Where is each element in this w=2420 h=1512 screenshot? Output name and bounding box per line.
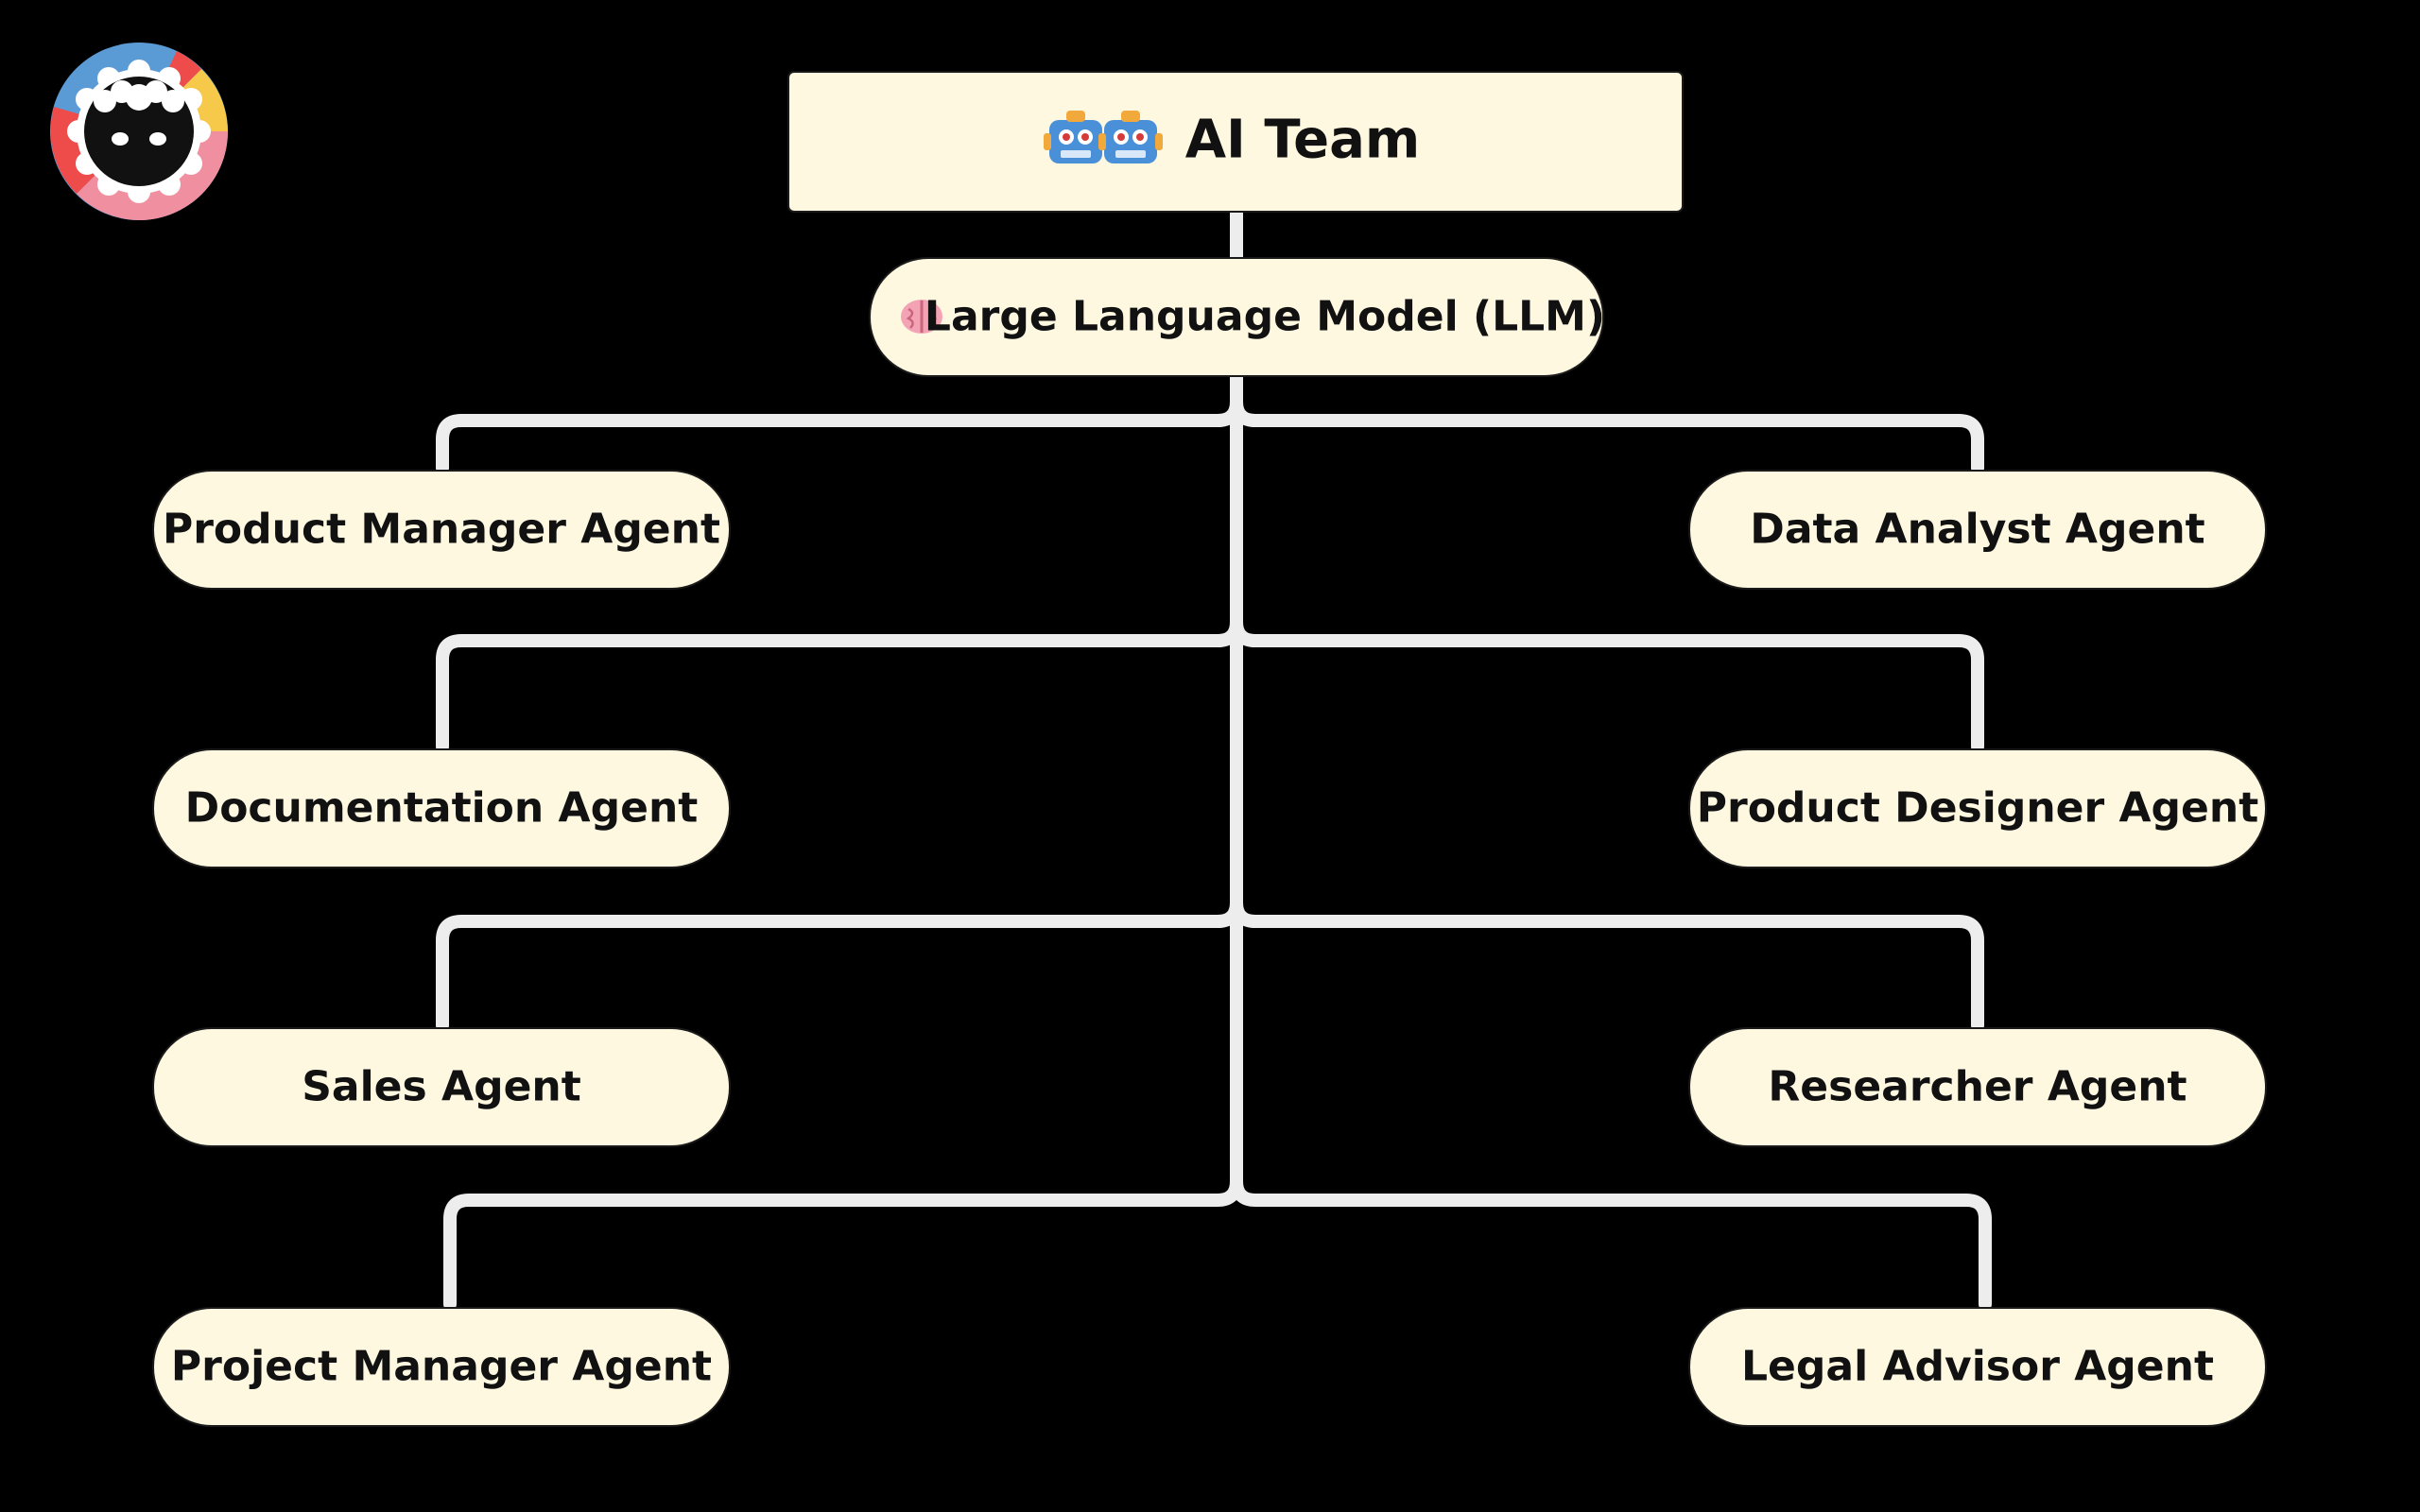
agent-box — [1688, 1307, 2267, 1427]
agent-node-project-manager: Project Manager Agent — [152, 1307, 731, 1427]
agent-node-sales: Sales Agent — [152, 1027, 731, 1147]
connector-branch-right-3 — [1230, 896, 1984, 1032]
agent-box — [152, 470, 731, 590]
sheep-logo-icon — [50, 43, 228, 220]
title-box — [787, 71, 1684, 213]
agent-node-legal-advisor: Legal Advisor Agent — [1688, 1307, 2267, 1427]
connector-branch-left-2 — [436, 615, 1243, 753]
connector-branch-right-4 — [1230, 1175, 1992, 1311]
agent-box — [152, 1307, 731, 1427]
agent-label-data-analyst: Data Analyst Agent — [1750, 506, 2204, 554]
agent-box — [152, 1027, 731, 1147]
agent-label-product-designer: Product Designer Agent — [1697, 784, 2259, 833]
llm-box — [869, 257, 1604, 377]
connector-branch-left-3 — [436, 896, 1243, 1032]
connector-branch-right-1 — [1230, 395, 1984, 474]
agent-node-researcher: Researcher Agent — [1688, 1027, 2267, 1147]
llm-label: Large Language Model (LLM) — [925, 293, 1605, 341]
title-node: AI Team — [787, 71, 1684, 213]
agent-box — [152, 748, 731, 868]
agent-node-product-manager: Product Manager Agent — [152, 470, 731, 590]
robot-pair-icon — [1044, 111, 1163, 163]
agent-label-sales: Sales Agent — [302, 1063, 581, 1111]
agent-label-project-manager: Project Manager Agent — [171, 1343, 712, 1391]
agent-box — [1688, 1027, 2267, 1147]
connector-branch-left-1 — [436, 395, 1243, 474]
agent-label-documentation: Documentation Agent — [185, 784, 699, 833]
llm-node: Large Language Model (LLM) — [869, 257, 1605, 377]
title-label: AI Team — [1185, 110, 1421, 171]
agent-box — [1688, 470, 2267, 590]
agent-label-researcher: Researcher Agent — [1768, 1063, 2187, 1111]
agent-box — [1688, 748, 2267, 868]
agent-label-legal-advisor: Legal Advisor Agent — [1741, 1343, 2214, 1391]
agent-node-product-designer: Product Designer Agent — [1688, 748, 2267, 868]
connector-branch-right-2 — [1230, 615, 1984, 753]
connector-branch-left-4 — [443, 1175, 1243, 1311]
brain-icon — [901, 300, 942, 334]
agent-node-documentation: Documentation Agent — [152, 748, 731, 868]
agent-label-product-manager: Product Manager Agent — [163, 506, 720, 554]
agent-node-data-analyst: Data Analyst Agent — [1688, 470, 2267, 590]
robot-right — [1098, 111, 1163, 163]
connectors — [436, 203, 1992, 1311]
